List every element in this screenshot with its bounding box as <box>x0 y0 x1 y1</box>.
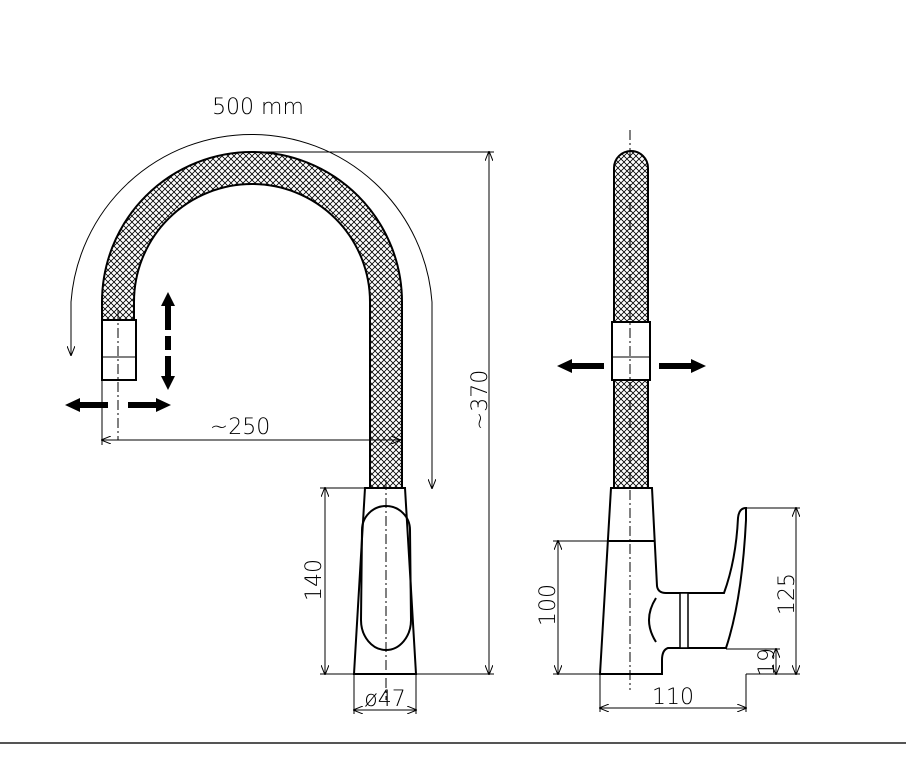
base-height-label: 140 <box>302 559 327 601</box>
depth-label: 110 <box>652 685 694 710</box>
body-height-label: 125 <box>775 573 800 615</box>
base-offset-label: 19 <box>755 648 780 676</box>
height-label: ~370 <box>468 370 493 430</box>
side-view: 100 125 19 110 <box>536 130 800 712</box>
side-faucet-body <box>598 487 747 675</box>
faucet-base-body <box>352 487 418 675</box>
spray-nozzle <box>101 319 137 381</box>
front-view: 500 mm ~370 ~250 140 ø47 <box>65 95 494 714</box>
oval-recess <box>359 505 413 651</box>
right-movement-arrow-icon <box>659 359 706 373</box>
vertical-movement-arrow-icon <box>161 292 175 390</box>
arc-length-label: 500 mm <box>212 95 304 120</box>
horizontal-movement-arrow-icon <box>65 398 171 412</box>
base-diameter-label: ø47 <box>364 687 405 712</box>
cartridge <box>679 592 689 649</box>
left-movement-arrow-icon <box>557 359 604 373</box>
side-flexible-hose <box>613 150 649 489</box>
side-spray-nozzle <box>611 321 651 381</box>
lever-height-label: 100 <box>536 584 561 626</box>
reach-label: ~250 <box>210 415 270 440</box>
